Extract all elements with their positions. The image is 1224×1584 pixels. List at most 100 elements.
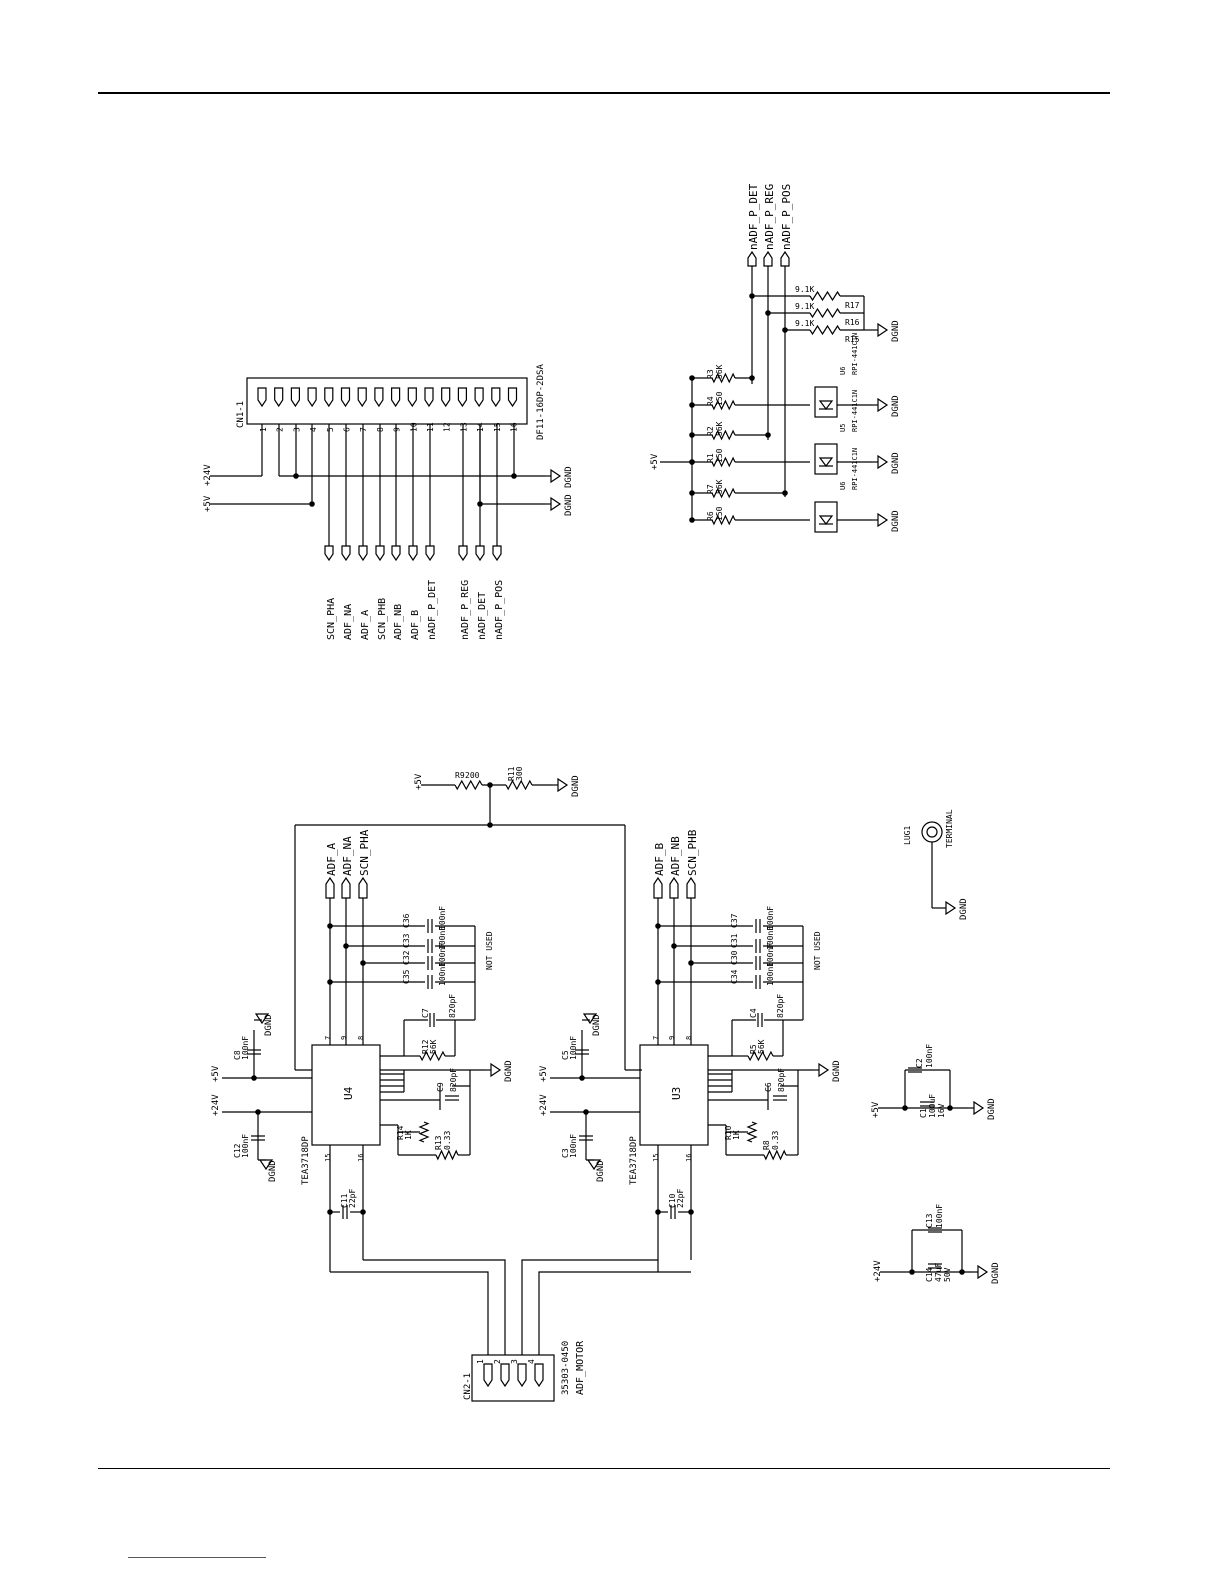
ground-label: DGND: [959, 898, 969, 920]
cn1-signal-label: SCN_PHB: [377, 598, 388, 640]
capacitor-ref: C2: [915, 1058, 924, 1068]
resistor-ref: R14: [396, 1125, 405, 1140]
sensor-output-label: nADF_P_REG: [763, 184, 776, 250]
optointerrupter: [814, 386, 838, 418]
resistor-ref: R8: [762, 1140, 771, 1150]
capacitor-value: 100nF: [766, 962, 775, 986]
net-flag: [391, 545, 401, 562]
ground-symbol: [550, 468, 562, 484]
opto-ref: U6: [839, 482, 847, 490]
capacitor-value: 100nF: [438, 943, 447, 967]
driver-part: TEA3718DP: [301, 1136, 311, 1185]
junction-dot: [309, 501, 315, 507]
cn1-pin-8: [374, 387, 384, 408]
junction-dot: [655, 923, 661, 929]
junction-dot: [327, 923, 333, 929]
capacitor-ref: C30: [730, 950, 739, 965]
sensor-resistor-ref: R1: [706, 453, 715, 463]
capacitor-voltage: 16V: [937, 1103, 946, 1118]
capacitor-value: 100nF: [766, 943, 775, 967]
pin-number: 7: [652, 1036, 660, 1040]
opto-led: [818, 515, 834, 525]
sensor-resistor-value: 56K: [715, 364, 724, 379]
junction-dot: [360, 960, 366, 966]
pullup-value: 9.1K: [795, 285, 814, 294]
capacitor-ref: C5: [561, 1050, 570, 1060]
capacitor-ref: C6: [764, 1082, 773, 1092]
sensor-resistor-ref: R3: [706, 369, 715, 379]
optointerrupter: [814, 443, 838, 475]
opto-ref: U5: [839, 424, 847, 432]
ground-symbol: [550, 496, 562, 512]
motor-wire-c: [521, 1259, 658, 1355]
cn1-pin-9: [391, 387, 401, 408]
junction-dot: [749, 293, 755, 299]
pin-number: 8: [357, 1036, 365, 1040]
capacitor-value: 820pF: [777, 1068, 786, 1092]
junction-dot: [688, 1209, 694, 1215]
cn2-pin-number: 2: [493, 1359, 502, 1364]
capacitor-ref: C14: [925, 1267, 934, 1282]
junction-dot: [749, 375, 755, 381]
sensor-resistor-top: [711, 372, 736, 384]
resistor-value: 0.33: [771, 1131, 780, 1150]
net-flag: [375, 545, 385, 562]
cn1-signal-label: SCN_PHA: [326, 598, 337, 640]
resistor-value: 56K: [429, 1039, 438, 1054]
cn1-signal-label: nADF_DET: [477, 592, 488, 640]
opto-part: RPI-441C1N: [851, 390, 859, 432]
ground-symbol: [490, 1062, 502, 1078]
net-flag: [780, 250, 790, 267]
net-flag: [653, 876, 663, 899]
cn2-pin-2: [500, 1363, 510, 1388]
pullup-resistor: [809, 307, 841, 319]
net-flag: [458, 545, 468, 562]
terminal-lug: [926, 826, 938, 838]
cn1-24v-label: +24V: [203, 464, 213, 486]
capacitor-value: 100uF: [928, 1094, 937, 1118]
sensor-resistor-top: [711, 487, 736, 499]
cn1-pin-number: 5: [326, 427, 335, 432]
ground-label: DGND: [592, 1014, 602, 1036]
capacitor-value: 100nF: [569, 1036, 578, 1060]
driver-input-label: ADF_B: [653, 843, 666, 876]
cn2-body: [471, 1354, 555, 1402]
pullup-ref: R17: [845, 301, 860, 310]
junction-dot: [959, 1269, 965, 1275]
opto-part: RPI-441C1N: [851, 333, 859, 375]
cn1-pin-number: 1: [259, 427, 268, 432]
cn2-name: ADF_MOTOR: [575, 1340, 586, 1395]
resistor-ref: R10: [724, 1125, 733, 1140]
vref-value: 300: [515, 766, 524, 781]
cn1-pin-3: [290, 387, 300, 408]
junction-dot: [902, 1105, 908, 1111]
net-flag: [747, 250, 757, 267]
ground-symbol: [254, 1013, 270, 1025]
junction-dot: [689, 517, 695, 523]
capacitor-value: 820pF: [449, 1068, 458, 1092]
ground-symbol: [973, 1100, 985, 1116]
ground-label: DGND: [991, 1262, 1001, 1284]
capacitor-ref: C10: [668, 1193, 677, 1208]
cn1-pin-7: [357, 387, 367, 408]
resistor-value: 1K: [404, 1130, 413, 1140]
sense-resistor: [763, 1149, 787, 1161]
ground-symbol: [877, 512, 889, 528]
driver-part: TEA3718DP: [629, 1136, 639, 1185]
vref-value: 200: [465, 771, 480, 780]
pullup-ref: R15: [845, 335, 860, 344]
cn1-pin-number: 15: [493, 422, 502, 432]
opto-ref: U6: [839, 367, 847, 375]
cn1-pin-number: 10: [409, 422, 418, 432]
sensor-resistor-ref: R4: [706, 396, 715, 406]
sensor-resistor-bottom: [711, 514, 736, 526]
cn1-pin-number: 8: [376, 427, 385, 432]
ground-label: DGND: [564, 494, 574, 516]
driver-input-label: SCN_PHB: [686, 829, 699, 876]
junction-dot: [689, 402, 695, 408]
vref-ref: R9: [455, 771, 465, 780]
pin-number: 15: [324, 1154, 332, 1162]
header-rule: [98, 92, 1110, 94]
ground-label: DGND: [596, 1160, 606, 1182]
